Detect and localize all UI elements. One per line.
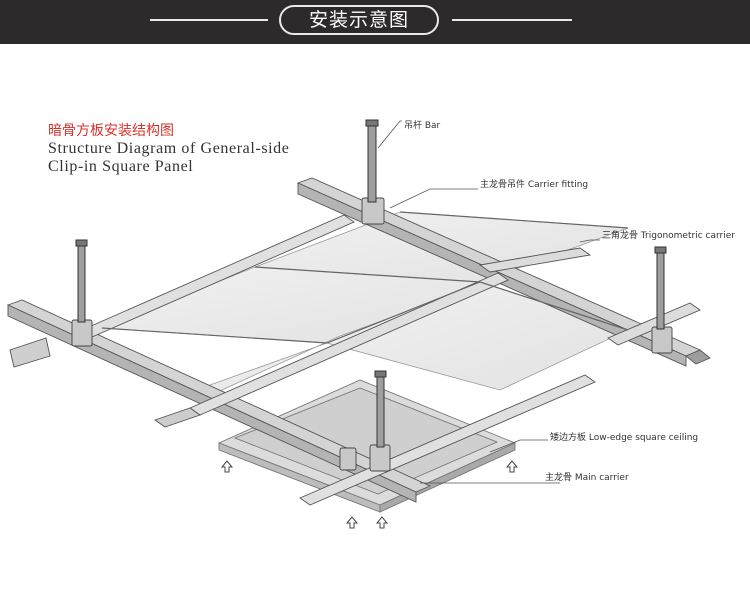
hanger-bars — [75, 119, 667, 448]
up-arrow-icon — [220, 460, 234, 473]
up-arrow-icon — [345, 516, 359, 529]
panel-joint-rails — [101, 211, 629, 344]
callout-leaders — [377, 120, 600, 484]
header-bar: 安装示意图 — [0, 0, 750, 44]
page-title: 安装示意图 — [279, 5, 439, 35]
leader-bar — [377, 120, 402, 149]
up-arrow-icon — [505, 460, 519, 473]
leader-carrier-fitting — [389, 188, 478, 209]
diagram-title-block: 暗骨方板安装结构图 Structure Diagram of General-s… — [48, 122, 290, 176]
callout-main-carrier: 主龙骨 Main carrier — [545, 471, 629, 483]
up-arrow-icon — [375, 516, 389, 529]
hanger-bar-2 — [75, 239, 88, 323]
leader-low-edge-square-ceiling — [489, 439, 548, 453]
trigonometric-carriers — [81, 214, 701, 506]
hanger-bar-4 — [374, 370, 387, 448]
callout-low-edge-square-ceiling: 矮边方板 Low-edge square ceiling — [550, 431, 698, 443]
header-rule-right — [452, 19, 572, 21]
hanger-bar-1 — [365, 119, 379, 203]
header-rule-left — [150, 19, 268, 21]
callout-bar: 吊杆 Bar — [404, 119, 441, 131]
diagram-title-cn: 暗骨方板安装结构图 — [48, 123, 174, 139]
hanger-bar-3 — [654, 246, 667, 330]
callout-carrier-fitting: 主龙骨吊件 Carrier fitting — [480, 178, 588, 190]
diagram-title-en-line2: Clip-in Square Panel — [48, 158, 194, 175]
ceiling-panels — [101, 211, 630, 401]
carrier-fittings — [71, 197, 673, 472]
leader-trigonometric-carrier — [579, 239, 600, 243]
lift-arrows — [220, 460, 519, 529]
diagram-title-en-line1: Structure Diagram of General-side — [48, 140, 290, 157]
callout-trigonometric-carrier: 三角龙骨 Trigonometric carrier — [602, 229, 735, 241]
low-edge-square-panel — [217, 379, 517, 513]
